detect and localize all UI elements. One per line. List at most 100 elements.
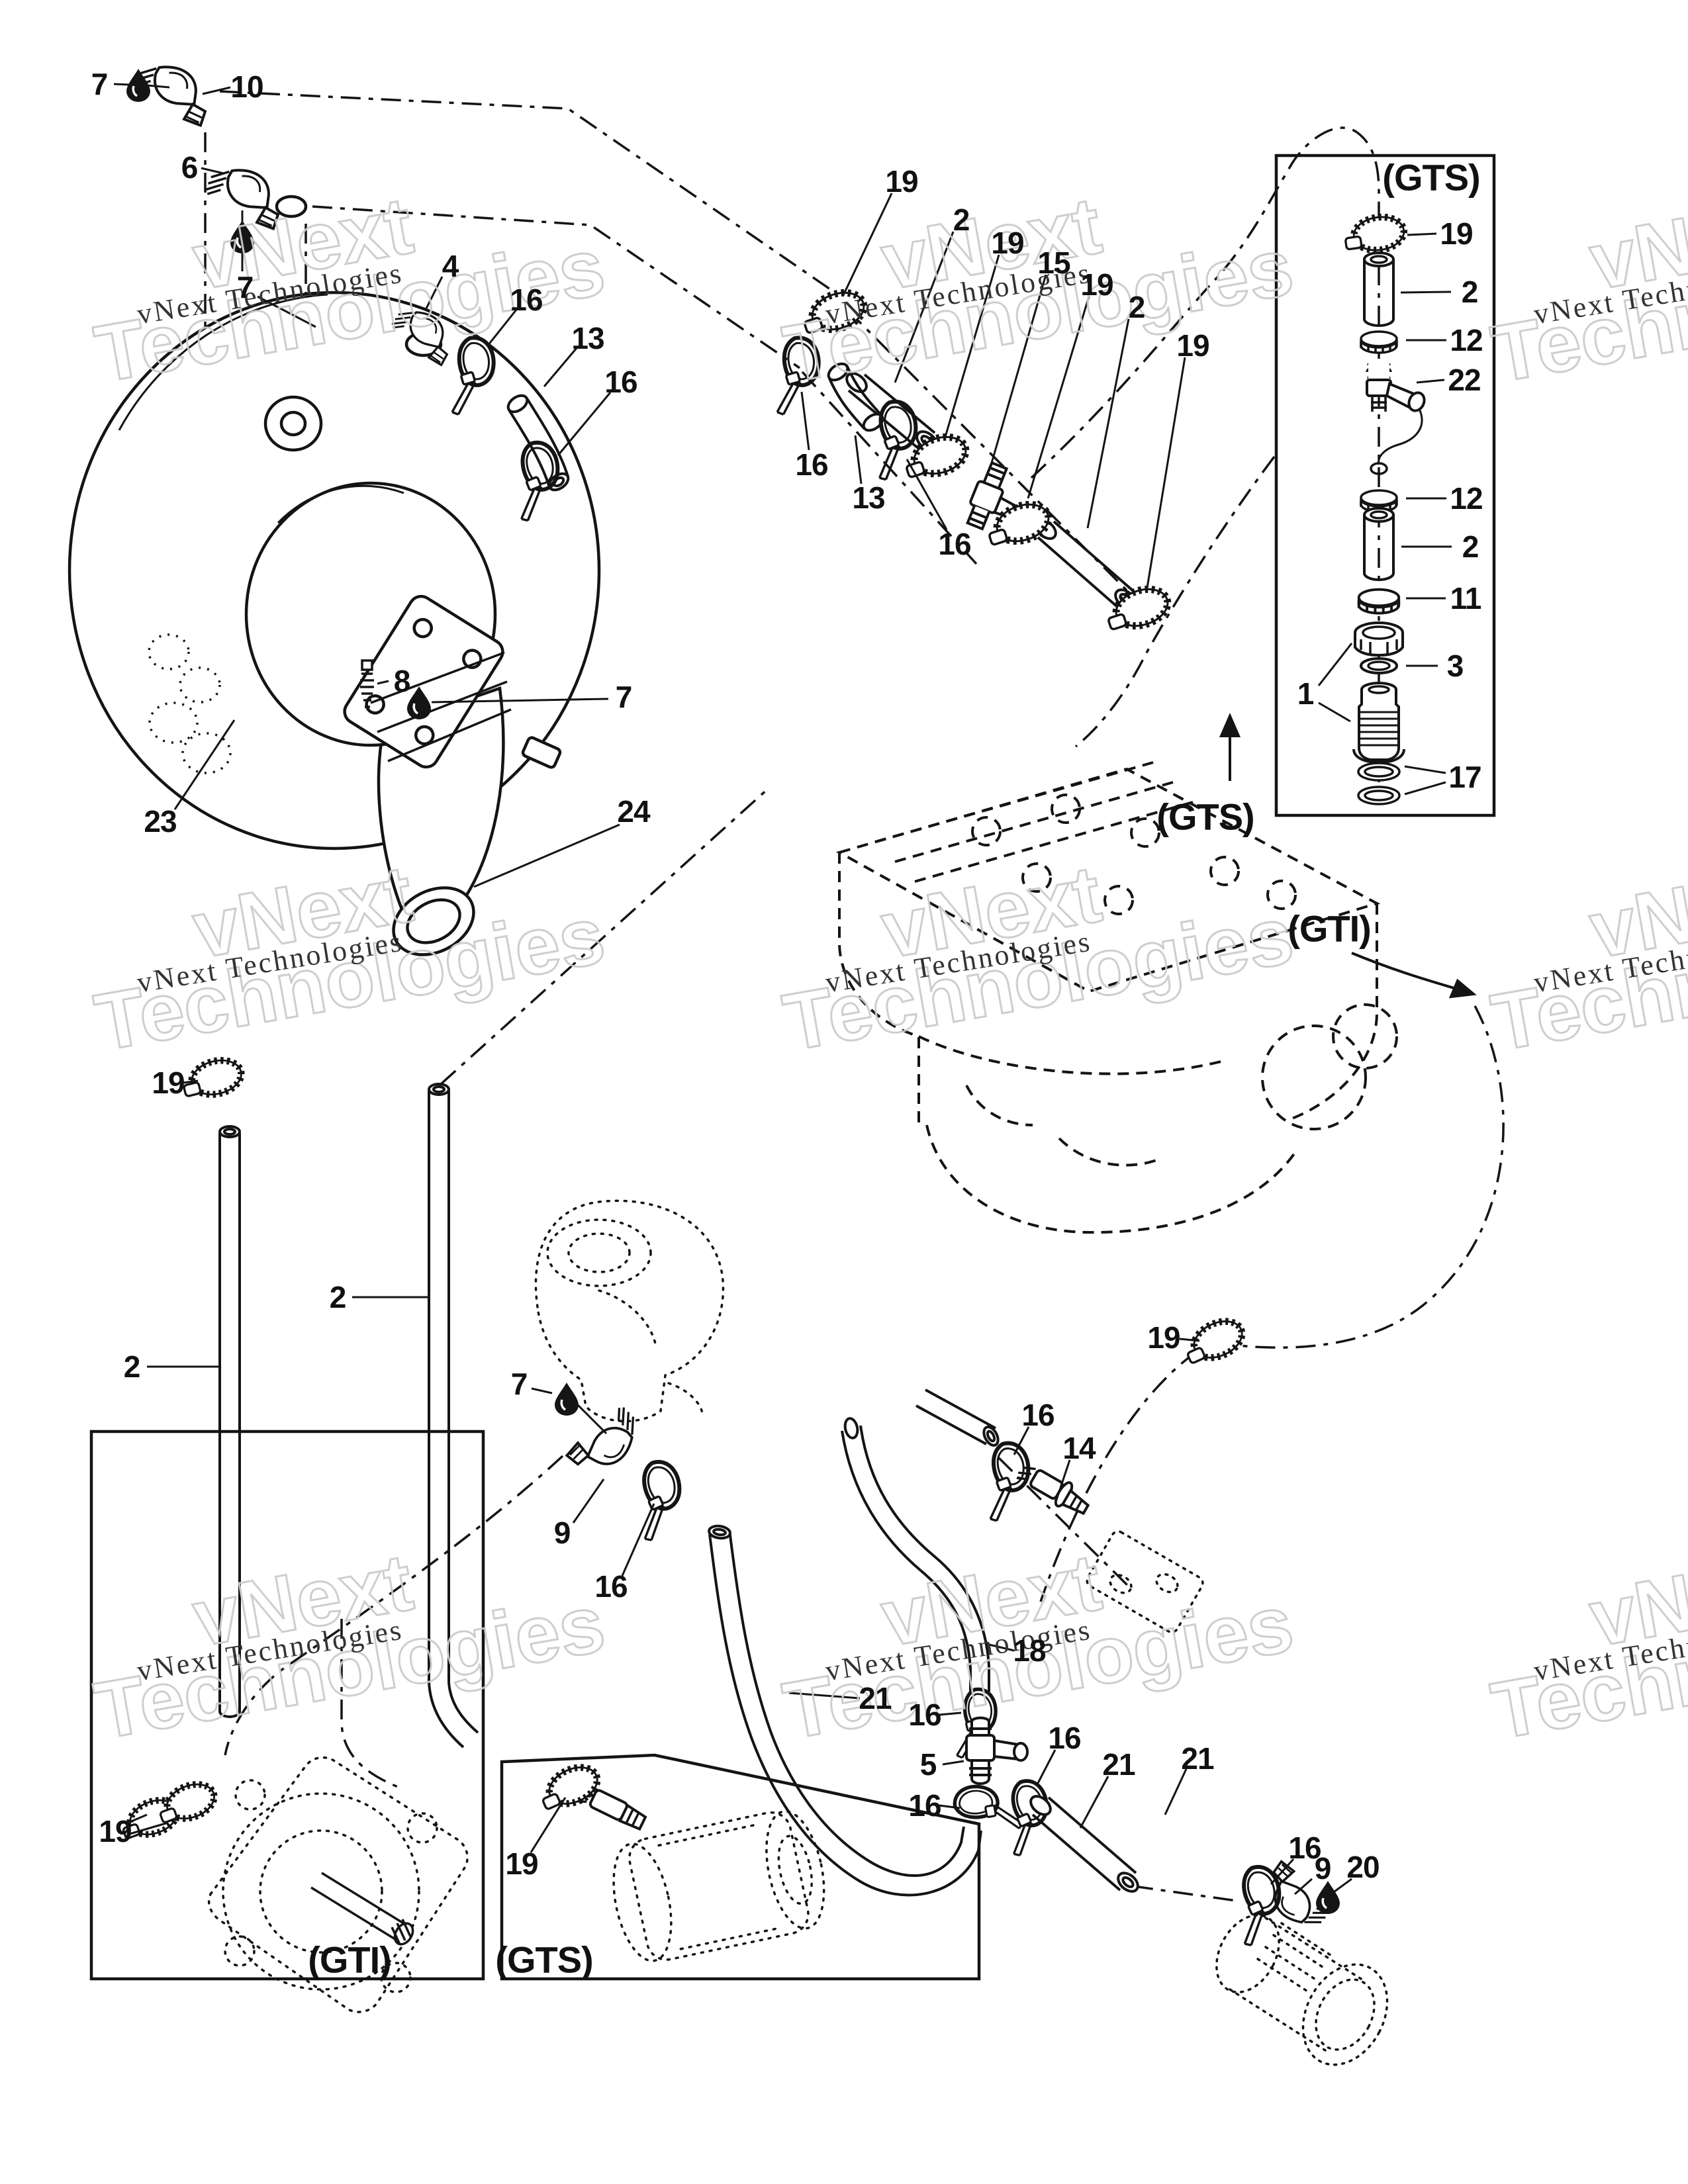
leader-line xyxy=(1404,781,1446,796)
hose-21-short xyxy=(1029,1795,1139,1893)
leader-line xyxy=(572,1479,605,1524)
loctite-droplet-icon xyxy=(125,68,152,103)
gts-up-arrow xyxy=(1219,712,1241,781)
leader-line xyxy=(487,309,518,346)
left-hoses xyxy=(218,1083,479,1749)
gts-starter-dotted xyxy=(612,1810,825,1962)
group-label-gts-direction: (GTS) xyxy=(1156,796,1254,838)
loctite-droplet-icon xyxy=(229,219,256,255)
callout-23: 23 xyxy=(144,804,177,839)
callout-9: 9 xyxy=(1314,1851,1332,1886)
callout-7: 7 xyxy=(236,270,254,304)
leader-line xyxy=(113,83,130,86)
callout-21: 21 xyxy=(1102,1747,1135,1782)
oring-17a xyxy=(1357,762,1401,782)
gti-arrow xyxy=(1351,952,1477,999)
fitting-14 xyxy=(1016,1466,1090,1516)
callout-19: 19 xyxy=(505,1846,538,1881)
gts-bottom-box-outline xyxy=(500,1753,981,1981)
callout-19: 19 xyxy=(1176,328,1209,363)
tee-fitting-5 xyxy=(965,1716,1029,1785)
callout-10: 10 xyxy=(230,69,263,104)
group-label-gti-direction: (GTI) xyxy=(1288,907,1372,950)
callout-14: 14 xyxy=(1062,1431,1096,1465)
leader-line xyxy=(906,459,948,530)
callout-13: 13 xyxy=(852,480,885,515)
group-label-gts-bottom-box: (GTS) xyxy=(495,1938,593,1981)
leader-line xyxy=(202,86,231,95)
leader-line xyxy=(473,823,620,888)
leader-line xyxy=(1416,379,1445,384)
clamp-19e xyxy=(1180,1314,1248,1368)
leader-line xyxy=(1027,296,1090,499)
callout-16: 16 xyxy=(938,527,971,561)
leader-line xyxy=(1334,1878,1352,1893)
callout-15: 15 xyxy=(1037,246,1070,280)
callout-19: 19 xyxy=(1147,1320,1180,1355)
leader-line xyxy=(800,391,810,451)
leader-line xyxy=(842,193,893,296)
callout-19: 19 xyxy=(1440,216,1473,251)
hose-2-lower xyxy=(1363,507,1395,581)
callout-20: 20 xyxy=(1346,1850,1380,1884)
leader-line xyxy=(990,274,1047,466)
callout-2: 2 xyxy=(123,1349,141,1384)
callout-2: 2 xyxy=(1128,290,1146,324)
group-label-gti-bottom-box: (GTI) xyxy=(308,1938,392,1981)
leader-line xyxy=(431,698,609,704)
callout-16: 16 xyxy=(510,283,543,317)
clamp-19-left xyxy=(179,1056,245,1102)
hose-18 xyxy=(841,1388,1000,1692)
callout-17: 17 xyxy=(1448,760,1481,794)
callout-16: 16 xyxy=(795,447,828,482)
pump-housing-dotted xyxy=(534,1199,725,1423)
leader-line xyxy=(557,392,612,456)
ring-nut-1a xyxy=(1354,621,1404,657)
strainer-fitting-1 xyxy=(1352,682,1405,764)
callout-12: 12 xyxy=(1450,323,1483,357)
washer-3 xyxy=(1360,657,1398,674)
leader-line xyxy=(894,231,955,383)
flush-cylinder-dotted xyxy=(1215,1914,1389,2066)
callout-24: 24 xyxy=(617,794,650,829)
gts-flush-kit-column xyxy=(1343,214,1426,805)
leader-line xyxy=(543,347,578,387)
leader-line xyxy=(1079,1776,1109,1829)
gti-pump-dotted xyxy=(207,1756,469,2013)
callout-7: 7 xyxy=(615,680,633,714)
callout-18: 18 xyxy=(1013,1633,1046,1668)
callout-22: 22 xyxy=(1448,363,1481,397)
callout-5: 5 xyxy=(919,1747,937,1782)
leader-line xyxy=(1086,318,1130,529)
leader-line xyxy=(1318,702,1351,723)
group-label-gts-top-box: (GTS) xyxy=(1382,156,1480,199)
callout-2: 2 xyxy=(1462,529,1479,564)
engine-block-dashed xyxy=(835,761,1398,1234)
callout-21: 21 xyxy=(859,1681,892,1715)
leader-line xyxy=(854,435,863,484)
leader-line xyxy=(1294,1878,1313,1895)
callout-16: 16 xyxy=(1021,1398,1055,1432)
flush-fitting-22 xyxy=(1366,359,1426,475)
leader-line xyxy=(183,1079,199,1084)
leader-line xyxy=(1400,291,1452,294)
leader-line xyxy=(1179,1338,1200,1342)
callout-19: 19 xyxy=(885,164,918,199)
callout-19: 19 xyxy=(1080,267,1113,302)
leader-line xyxy=(1055,1459,1071,1500)
callout-6: 6 xyxy=(181,150,199,185)
leader-line xyxy=(1013,1426,1030,1455)
callout-16: 16 xyxy=(594,1569,628,1604)
leader-line xyxy=(146,84,170,89)
leader-line xyxy=(1270,1858,1295,1886)
leader-line xyxy=(1146,357,1186,588)
leader-line xyxy=(201,167,224,175)
leader-line xyxy=(1035,1749,1056,1786)
leader-line xyxy=(424,276,444,310)
callout-12: 12 xyxy=(1450,481,1483,516)
leader-line xyxy=(1404,765,1446,774)
callout-2: 2 xyxy=(329,1280,347,1314)
leader-line xyxy=(530,1797,567,1853)
clamp-19b xyxy=(901,431,970,483)
